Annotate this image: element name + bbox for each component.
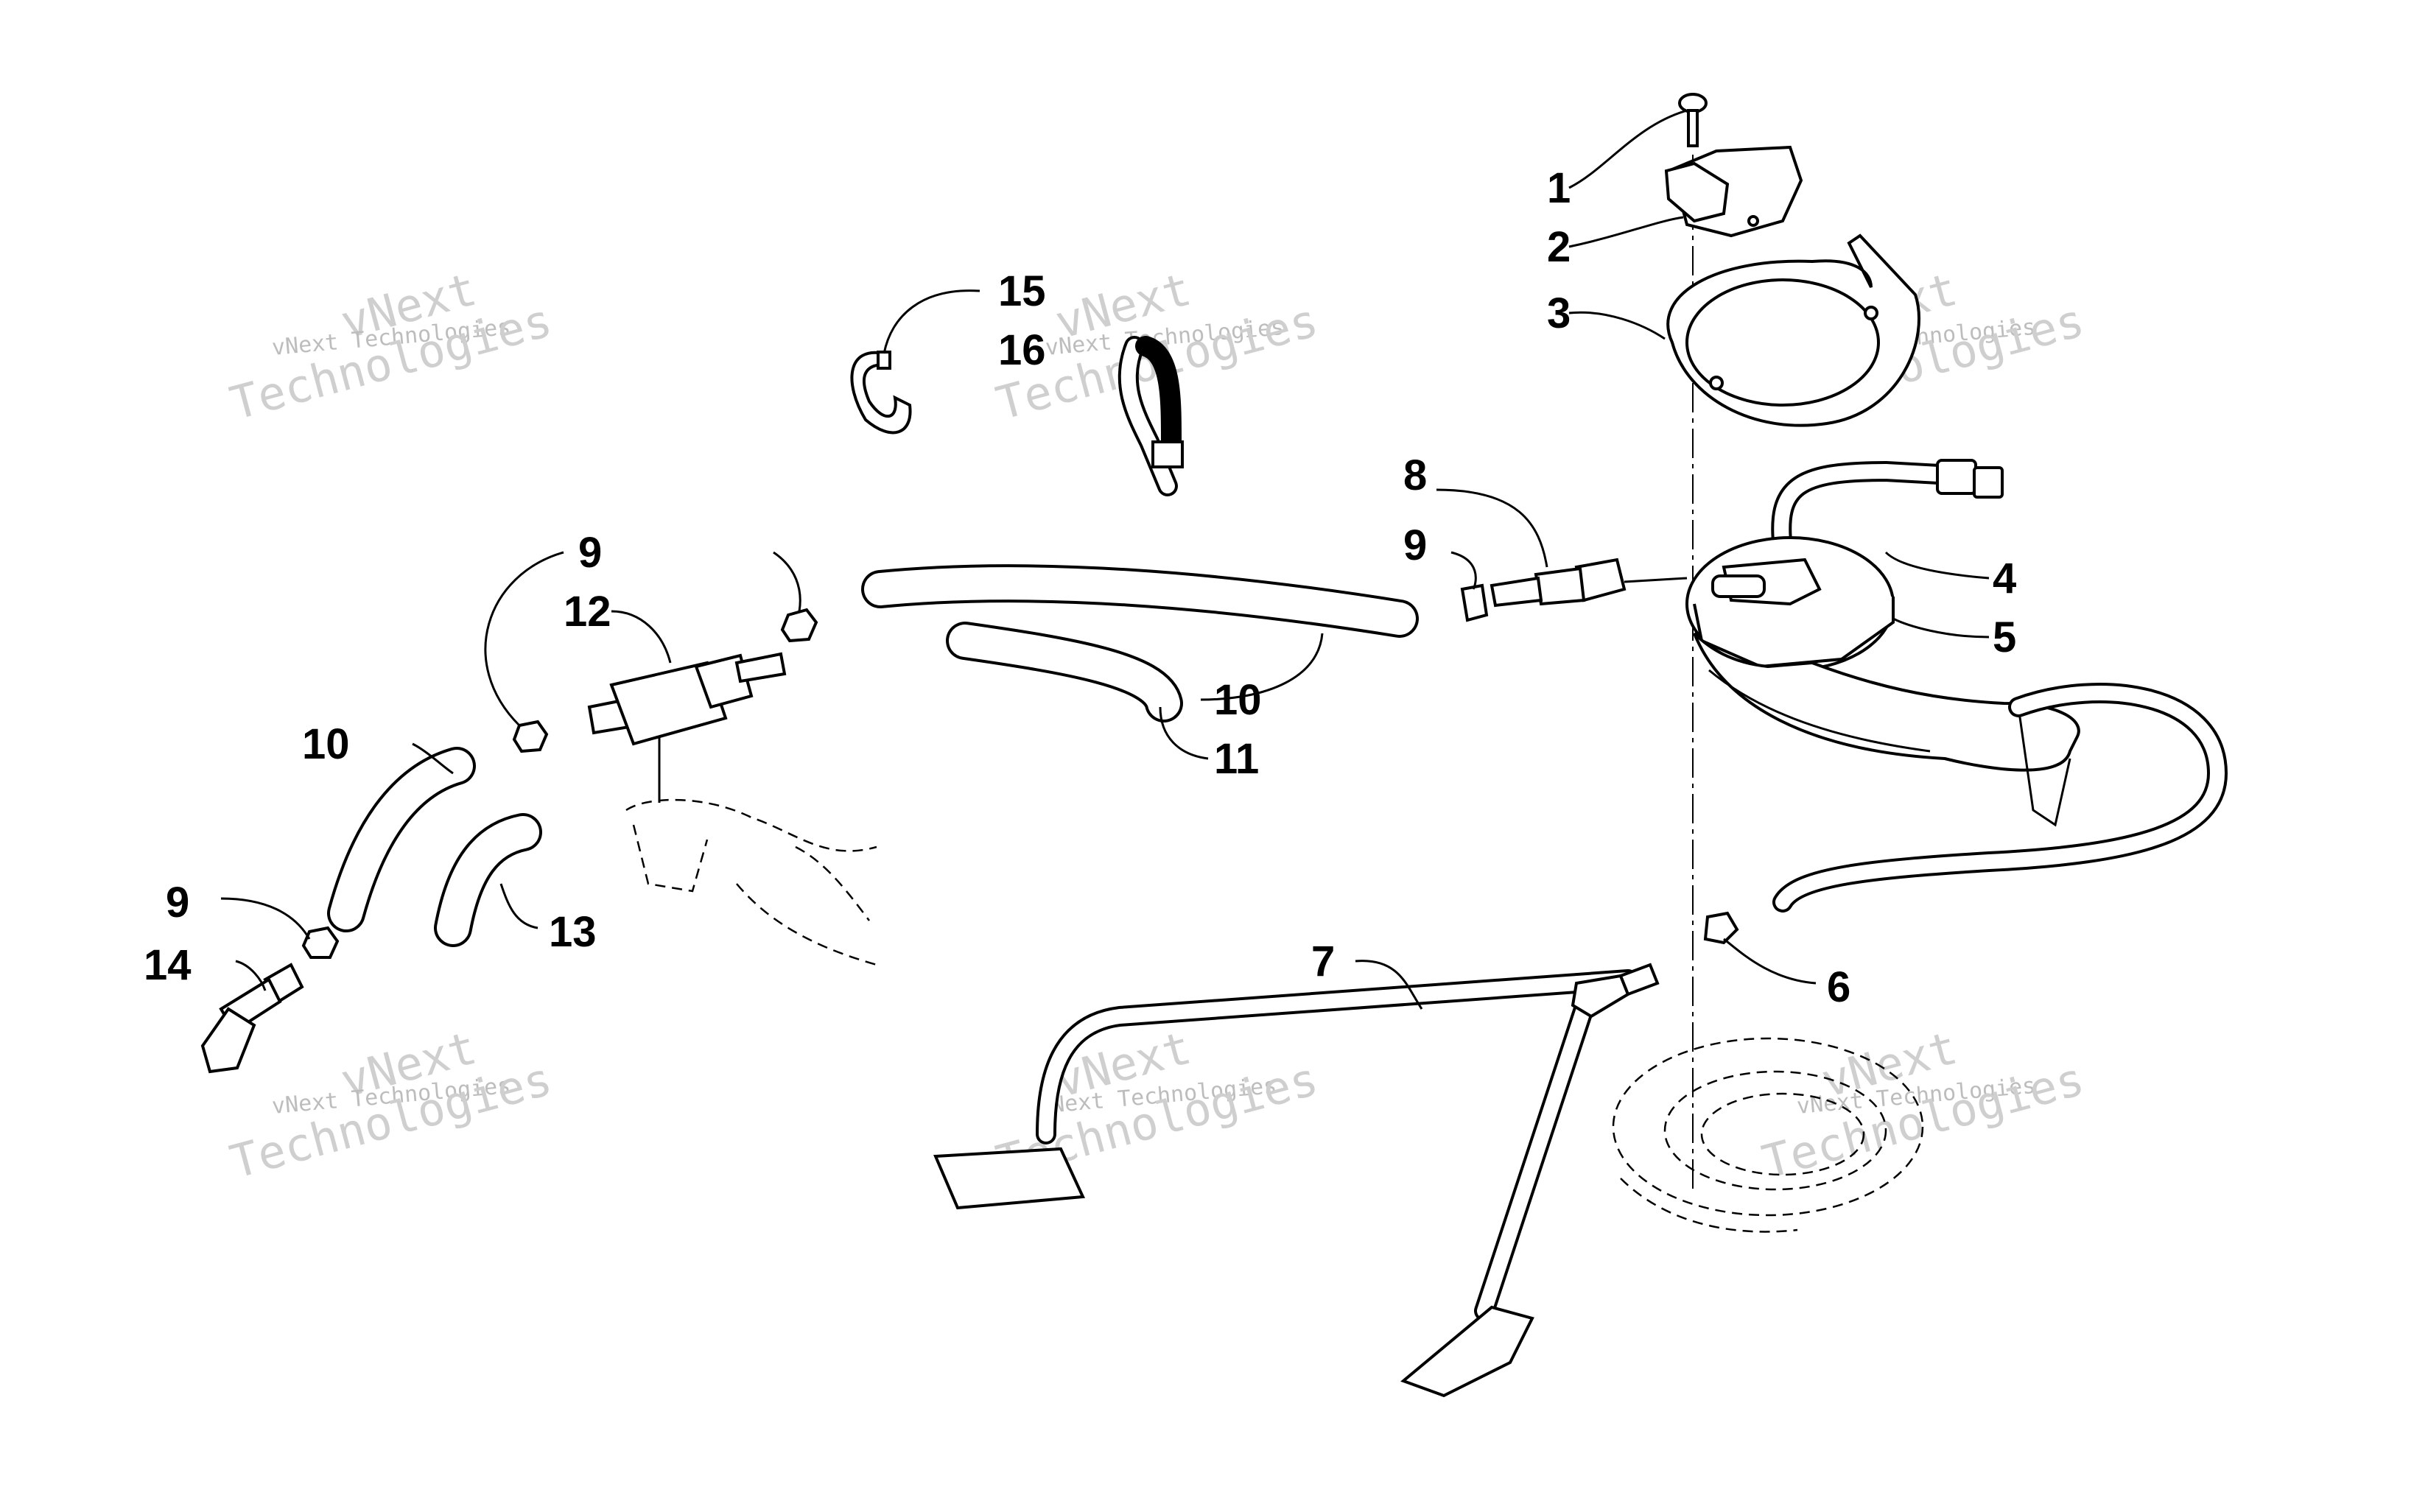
- screw-part-1: [1678, 93, 1708, 147]
- callout-7: 7: [1311, 938, 1335, 985]
- cable-tie-part-16: [1117, 336, 1184, 496]
- leader-lines: [220, 109, 1990, 1010]
- callout-3: 3: [1547, 289, 1571, 337]
- callout-1: 1: [1547, 164, 1571, 212]
- fuel-filter-part-12: [587, 652, 787, 746]
- quick-connector-part-8: [1490, 558, 1627, 608]
- callout-11: 11: [1214, 735, 1259, 783]
- tee-hose-pickups-part-7: [933, 963, 1660, 1398]
- callout-8: 8: [1403, 451, 1427, 499]
- callout-2: 2: [1547, 223, 1571, 271]
- callout-9-right: 9: [1403, 521, 1427, 569]
- callout-13: 13: [549, 908, 597, 956]
- callout-14: 14: [144, 941, 192, 989]
- callout-9-lower: 9: [166, 879, 189, 926]
- fuel-tank-outline: [1612, 1037, 1924, 1233]
- return-hose: [1772, 683, 2228, 913]
- callout-15: 15: [998, 267, 1046, 315]
- bracket-part-2: [1664, 145, 1803, 238]
- callout-6: 6: [1827, 963, 1850, 1011]
- assembly-line: [1624, 577, 1688, 583]
- callout-10-upper: 10: [1214, 676, 1262, 724]
- callout-4: 4: [1993, 555, 2016, 602]
- clamp-part-9-upper-left: [780, 608, 818, 643]
- strainer-part-5: [1693, 632, 2080, 827]
- clamp-part-9-middle: [512, 720, 549, 753]
- callout-10-lower: 10: [302, 720, 350, 768]
- watermark-top-left: vNext vNext Technologies Technologies: [225, 262, 558, 431]
- watermark-bottom-right: vNext vNext Technologies Technologies: [1757, 1021, 2090, 1189]
- fuel-hose-part-10-lower: [327, 747, 476, 932]
- callout-16: 16: [998, 326, 1046, 374]
- clamp-part-9-upper-right: [1460, 583, 1489, 622]
- hose-clamp-part-15: [850, 351, 912, 435]
- retaining-ring-part-3: [1666, 233, 1920, 427]
- hose-elbow-part-13: [434, 813, 542, 947]
- hose-elbow-part-11: [946, 622, 1183, 722]
- fuel-pump-assembly-part-4: [1685, 459, 2004, 672]
- watermark-bottom-left: vNext vNext Technologies Technologies: [225, 1021, 558, 1189]
- callout-9-upper: 9: [578, 529, 602, 577]
- clamp-part-6: [1703, 911, 1739, 945]
- clamp-part-9-lower: [301, 926, 340, 959]
- quick-connector-part-14: [200, 963, 304, 1074]
- fuel-hose-part-10-upper: [861, 564, 1419, 638]
- frame-mount-outline: [625, 736, 877, 966]
- callout-12: 12: [564, 588, 611, 636]
- callout-5: 5: [1993, 613, 2016, 661]
